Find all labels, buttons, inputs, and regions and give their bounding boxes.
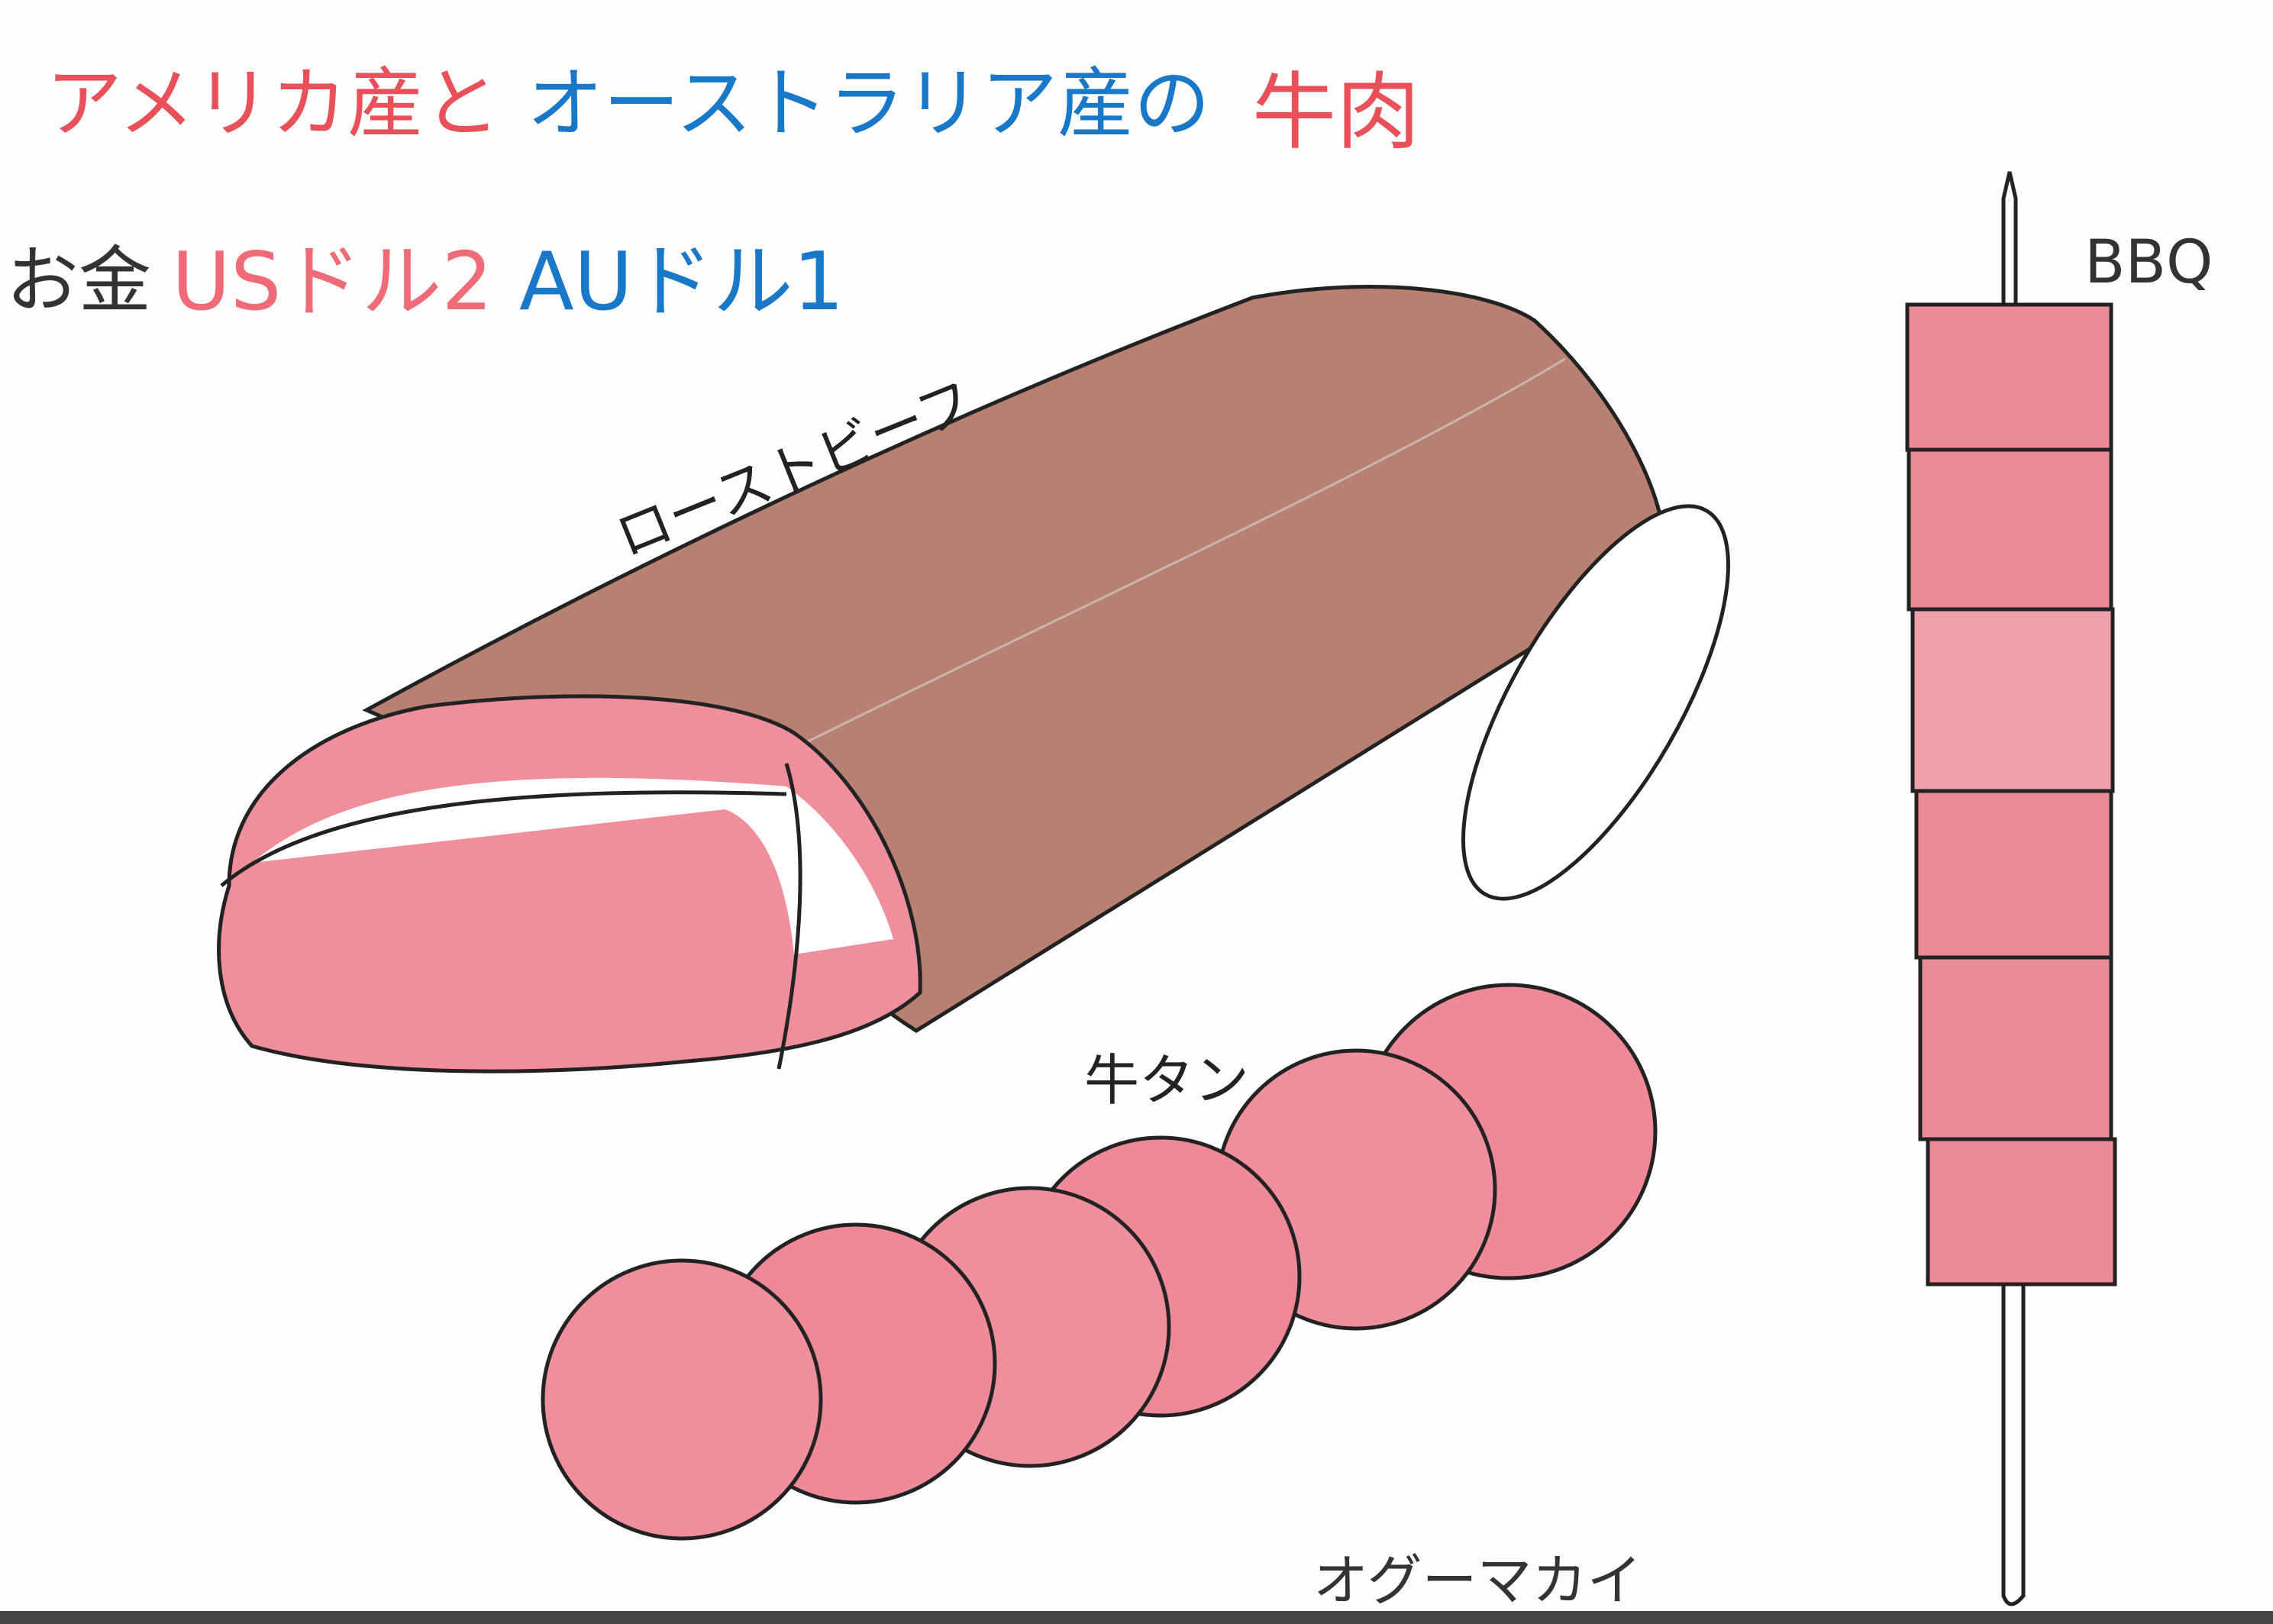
bbq-skewer-illustration bbox=[1905, 171, 2117, 1606]
roast-beef-illustration bbox=[217, 285, 1730, 1074]
title-part-beef: 牛肉 bbox=[1252, 63, 1420, 161]
money-label: お金 bbox=[6, 239, 151, 323]
bbq-label: BBQ bbox=[2084, 228, 2213, 297]
title-part-australia: オーストラリア産の bbox=[527, 59, 1210, 148]
title-part-america: アメリカ産と bbox=[46, 59, 500, 148]
tongue-label: 牛タン bbox=[1084, 1048, 1249, 1112]
money-us-dollar: USドル2 bbox=[172, 235, 492, 328]
artist-signature: オグーマカイ bbox=[1313, 1548, 1642, 1613]
money-au-dollar: AUドル1 bbox=[519, 235, 844, 328]
bottom-border bbox=[0, 1611, 2273, 1624]
tongue-slices-illustration bbox=[541, 983, 1658, 1541]
